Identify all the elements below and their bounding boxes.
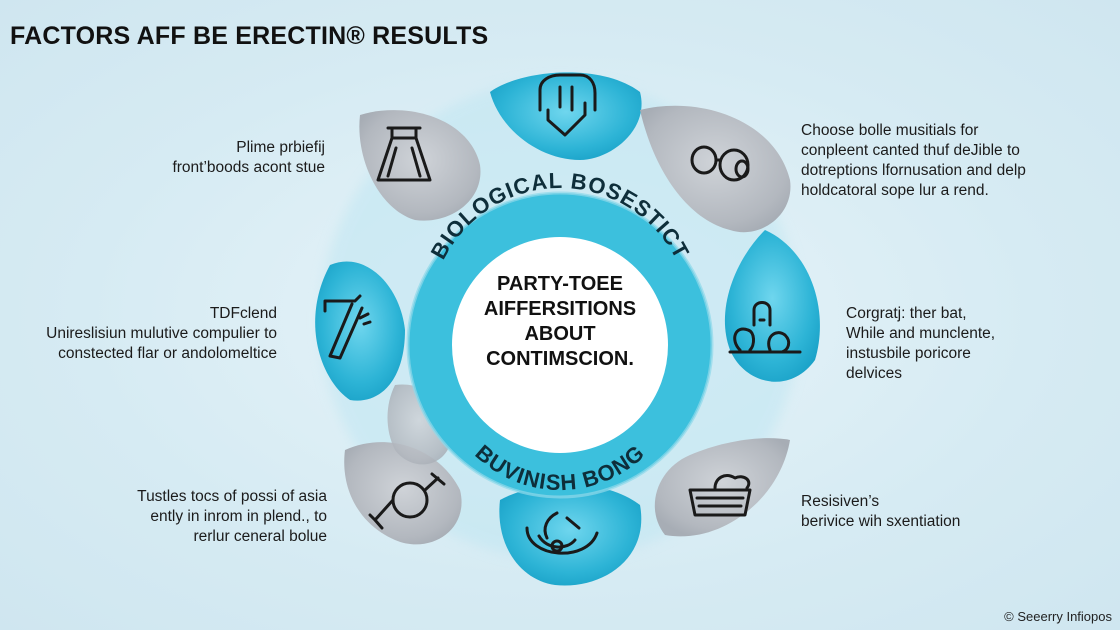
ring-outline <box>406 191 714 499</box>
note-line: Corgratj: ther bat, <box>846 305 967 322</box>
note-line: holdcatoral sope lur a rend. <box>801 182 989 199</box>
left-note-2: TDFclend Unireslisiun mulutive compulier… <box>46 304 277 364</box>
note-line: dotreptions lfornusation and delp <box>801 162 1026 179</box>
note-line: berivice wih sxentiation <box>801 513 961 530</box>
note-line: TDFclend <box>209 305 277 322</box>
note-line: Choose bolle musitials for <box>801 122 979 139</box>
note-line: Unireslisiun mulutive compulier to <box>46 325 277 342</box>
hands-icon <box>728 301 802 354</box>
right-note-2: Corgratj: ther bat, While and munclente,… <box>846 304 995 384</box>
bath-icon <box>688 474 752 517</box>
page-title: FACTORS AFF BE ERECTIN® RESULTS <box>10 22 489 50</box>
center-line: ABOUT <box>524 323 595 345</box>
note-line: While and munclente, <box>846 325 996 342</box>
note-line: instusbile poricore <box>846 345 971 362</box>
syringe-icon <box>323 294 372 360</box>
note-line: front’boods acont stue <box>172 159 325 176</box>
note-line: Plime prbiefij <box>236 139 325 156</box>
petal-bottom-right <box>654 438 790 537</box>
note-line: delvices <box>846 365 902 382</box>
center-line: CONTIMSCION. <box>486 348 634 370</box>
left-note-3: Tustles tocs of possi of asia ently in i… <box>137 487 327 547</box>
note-line: conpleent canted thuf deJible to <box>801 142 1020 159</box>
center-line: PARTY-TOEE <box>497 273 623 295</box>
petal-left <box>315 261 405 401</box>
right-note-1: Choose bolle musitials for conpleent can… <box>801 121 1026 201</box>
petal-top-left <box>359 110 481 221</box>
petal-bottom <box>499 484 642 586</box>
right-note-3: Resisiven’s berivice wih sxentiation <box>801 492 960 532</box>
note-line: rerlur ceneral bolue <box>193 528 327 545</box>
food-icon <box>525 511 599 555</box>
dumbbell-icon <box>368 472 446 530</box>
center-ring <box>408 193 712 497</box>
copyright-text: © Seeerry Infiopos <box>1004 609 1112 624</box>
note-line: constected flar or andolomeltice <box>58 345 277 362</box>
center-text: PARTY-TOEE AIFFERSITIONS ABOUT CONTIMSCI… <box>484 273 636 370</box>
note-line: ently in inrom in plend., to <box>150 508 327 525</box>
flask-icon <box>376 126 432 182</box>
petal-right <box>724 230 820 382</box>
note-line: Tustles tocs of possi of asia <box>137 488 327 505</box>
pills-icon <box>690 145 750 182</box>
center-line: AIFFERSITIONS <box>484 298 636 320</box>
petal-top <box>490 72 642 160</box>
note-line: Resisiven’s <box>801 493 880 510</box>
petal-top-right <box>640 105 791 233</box>
center-disc <box>430 215 690 475</box>
helmet-icon <box>538 73 597 137</box>
left-note-1: Plime prbiefij front’boods acont stue <box>172 138 325 178</box>
